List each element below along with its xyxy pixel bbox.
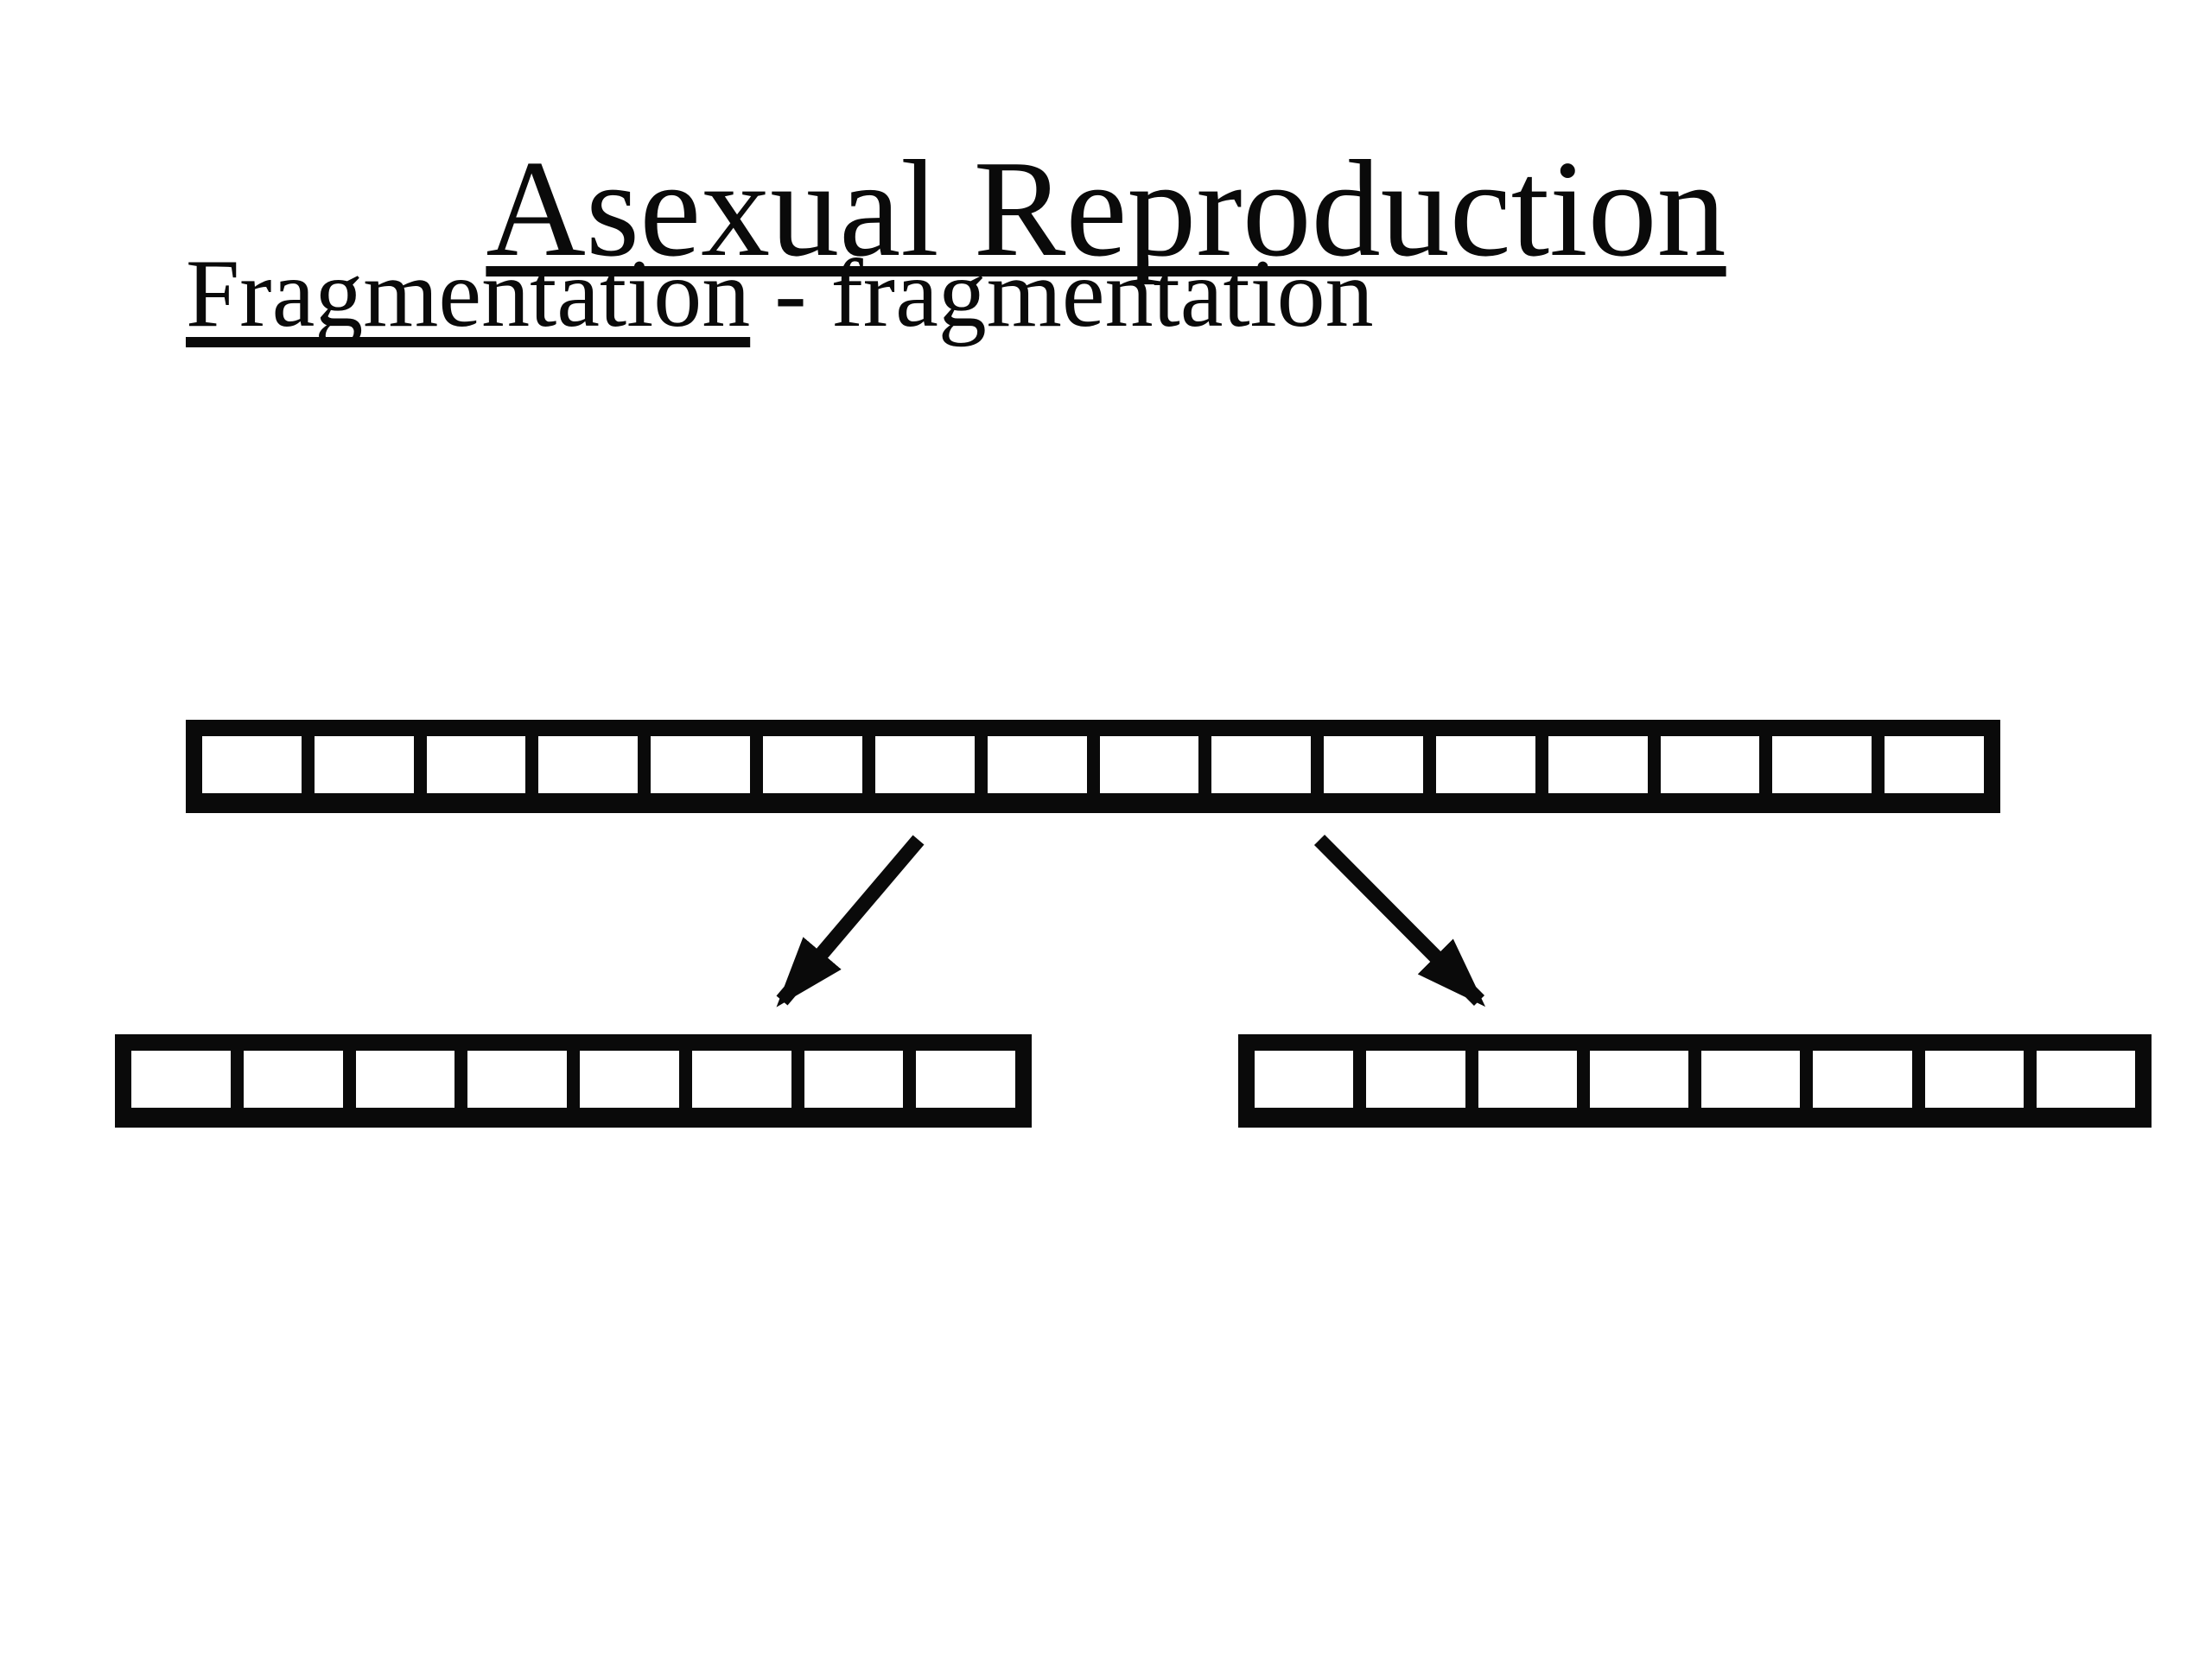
segment-cell: [691, 1051, 791, 1108]
segment-cell: [243, 1051, 343, 1108]
page-title-text: Asexual Reproduction: [486, 131, 1726, 286]
split-arrow-left-icon: [776, 835, 925, 1007]
segment-cell: [1255, 1051, 1354, 1108]
segment-cell: [1660, 736, 1760, 793]
segment-cell: [1885, 736, 1984, 793]
segment-cell: [874, 736, 975, 793]
segment-cell: [1435, 736, 1535, 793]
segment-cell: [1366, 1051, 1465, 1108]
segment-cell: [1099, 736, 1199, 793]
segment-cell: [131, 1051, 231, 1108]
segment-cell: [1701, 1051, 1801, 1108]
segment-cell: [916, 1051, 1015, 1108]
segment-cell: [804, 1051, 904, 1108]
subtitle-term: Fragmentation: [186, 240, 751, 347]
offspring-bar-right: [1238, 1034, 2152, 1128]
parent-organism-bar: [186, 720, 2000, 813]
segment-cell: [467, 1051, 567, 1108]
segment-cell: [651, 736, 751, 793]
split-arrow-right-icon: [1313, 835, 1486, 1007]
segment-cell: [202, 736, 302, 793]
segment-cell: [1548, 736, 1648, 793]
offspring-bar-left: [115, 1034, 1032, 1128]
segment-cell: [763, 736, 862, 793]
segment-cell: [314, 736, 414, 793]
segment-cell: [426, 736, 526, 793]
segment-cell: [1478, 1051, 1577, 1108]
segment-cell: [987, 736, 1087, 793]
segment-cell: [355, 1051, 455, 1108]
segment-cell: [580, 1051, 679, 1108]
segment-cell: [1589, 1051, 1688, 1108]
segment-cell: [538, 736, 639, 793]
segment-cell: [1813, 1051, 1912, 1108]
subtitle-definition: - fragmentation: [750, 240, 1374, 347]
segment-cell: [1924, 1051, 2024, 1108]
segment-cell: [1324, 736, 1423, 793]
page-title: Asexual Reproduction: [0, 129, 2212, 288]
subtitle: Fragmentation - fragmentation: [186, 238, 1374, 350]
segment-cell: [1772, 736, 1872, 793]
segment-cell: [2036, 1051, 2135, 1108]
segment-cell: [1211, 736, 1312, 793]
